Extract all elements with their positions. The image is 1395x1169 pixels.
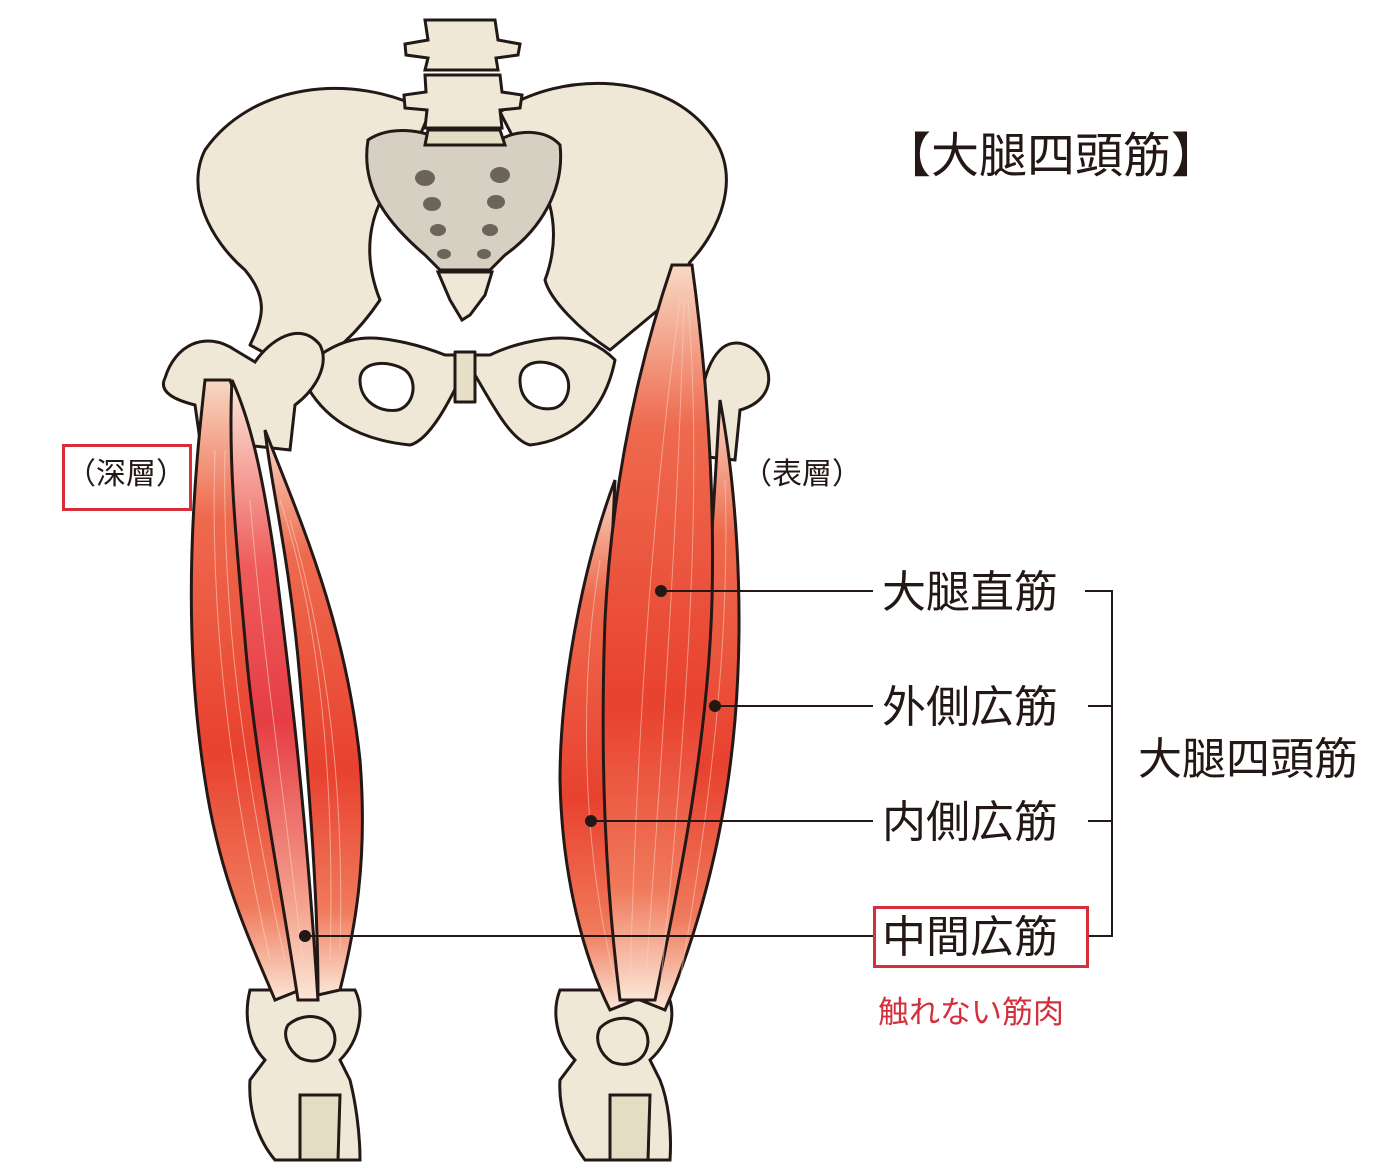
pubic-symphysis	[455, 352, 475, 402]
surface-layer-label: （表層）	[742, 460, 862, 490]
right-obturator-foramen	[520, 362, 569, 409]
intermedius-highlight-box	[873, 906, 1089, 968]
surface-patella	[598, 1018, 648, 1064]
label-vastus-lateralis: 外側広筋	[882, 686, 1058, 730]
quadriceps-group-label: 大腿四頭筋	[1138, 738, 1358, 782]
label-vastus-medialis: 内側広筋	[882, 801, 1058, 845]
sacrum	[367, 131, 561, 320]
group-bracket	[1085, 591, 1112, 936]
page-title: 【大腿四頭筋】	[883, 132, 1219, 180]
untouchable-note: 触れない筋肉	[878, 998, 1064, 1029]
deep-layer-highlight-box	[62, 444, 192, 511]
deep-quadriceps	[191, 380, 362, 1061]
label-rectus-femoris: 大腿直筋	[882, 571, 1058, 615]
